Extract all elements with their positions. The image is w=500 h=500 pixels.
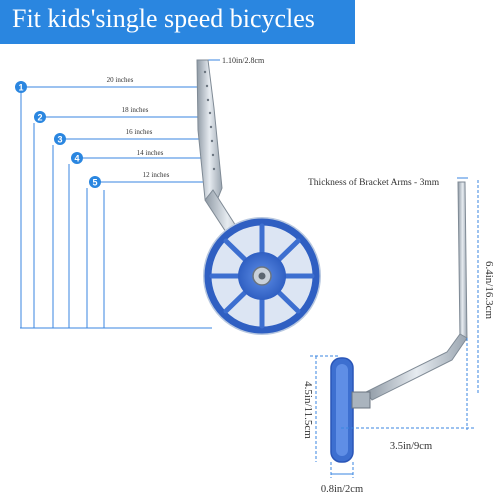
size-label: 20 inches: [107, 76, 134, 84]
size-guide-4: 4 14 inches: [68, 149, 208, 328]
wheel-axle: [258, 272, 266, 280]
size-guide-3: 3 16 inches: [52, 128, 208, 328]
size-guides: 1 20 inches 2 18 inches 3 16 inches 4: [15, 76, 212, 329]
size-number-badge: [71, 152, 83, 164]
size-label: 12 inches: [143, 171, 170, 179]
training-wheel-front-view: Thickness of Bracket Arms - 3mm 6.4in/16…: [302, 177, 495, 495]
size-number-badge: [34, 111, 46, 123]
slot-width-label: 1.10in/2.8cm: [222, 56, 265, 65]
banner-title: Fit kids'single speed bicycles: [12, 4, 315, 33]
size-number: 2: [37, 113, 42, 123]
size-number: 4: [74, 154, 79, 164]
bracket-arm: [196, 59, 223, 204]
size-number: 1: [18, 83, 23, 93]
size-label: 14 inches: [137, 149, 164, 157]
size-guide-2: 2 18 inches: [33, 106, 208, 328]
title-banner: Fit kids'single speed bicycles: [0, 0, 355, 44]
front-wheel-highlight: [336, 364, 348, 456]
wheel-diameter-label: 4.5in/11.5cm: [302, 381, 314, 439]
size-label: 16 inches: [126, 128, 153, 136]
size-number-badge: [54, 133, 66, 145]
wheel-width-label: 0.8in/2cm: [321, 484, 363, 495]
front-vertical-arm: [457, 181, 468, 341]
front-axle-bolt: [351, 391, 371, 409]
size-guide-5: 5 12 inches: [86, 171, 208, 328]
wheel-rim: [204, 218, 320, 334]
training-wheel-side-view: 1.10in/2.8cm: [196, 56, 321, 335]
front-horizontal-arm: [365, 333, 468, 401]
bracket-thickness-label: Thickness of Bracket Arms - 3mm: [308, 177, 440, 188]
size-number-badge: [89, 176, 101, 188]
arm-offset-label: 3.5in/9cm: [390, 441, 432, 452]
arm-height-label: 6.4in/16.3cm: [483, 261, 495, 319]
size-label: 18 inches: [122, 106, 149, 114]
size-number-badge: [15, 81, 27, 93]
size-number: 5: [92, 178, 97, 188]
size-guide-1: 1 20 inches: [15, 76, 208, 328]
adjustment-holes: [203, 70, 216, 171]
size-number: 3: [57, 135, 62, 145]
